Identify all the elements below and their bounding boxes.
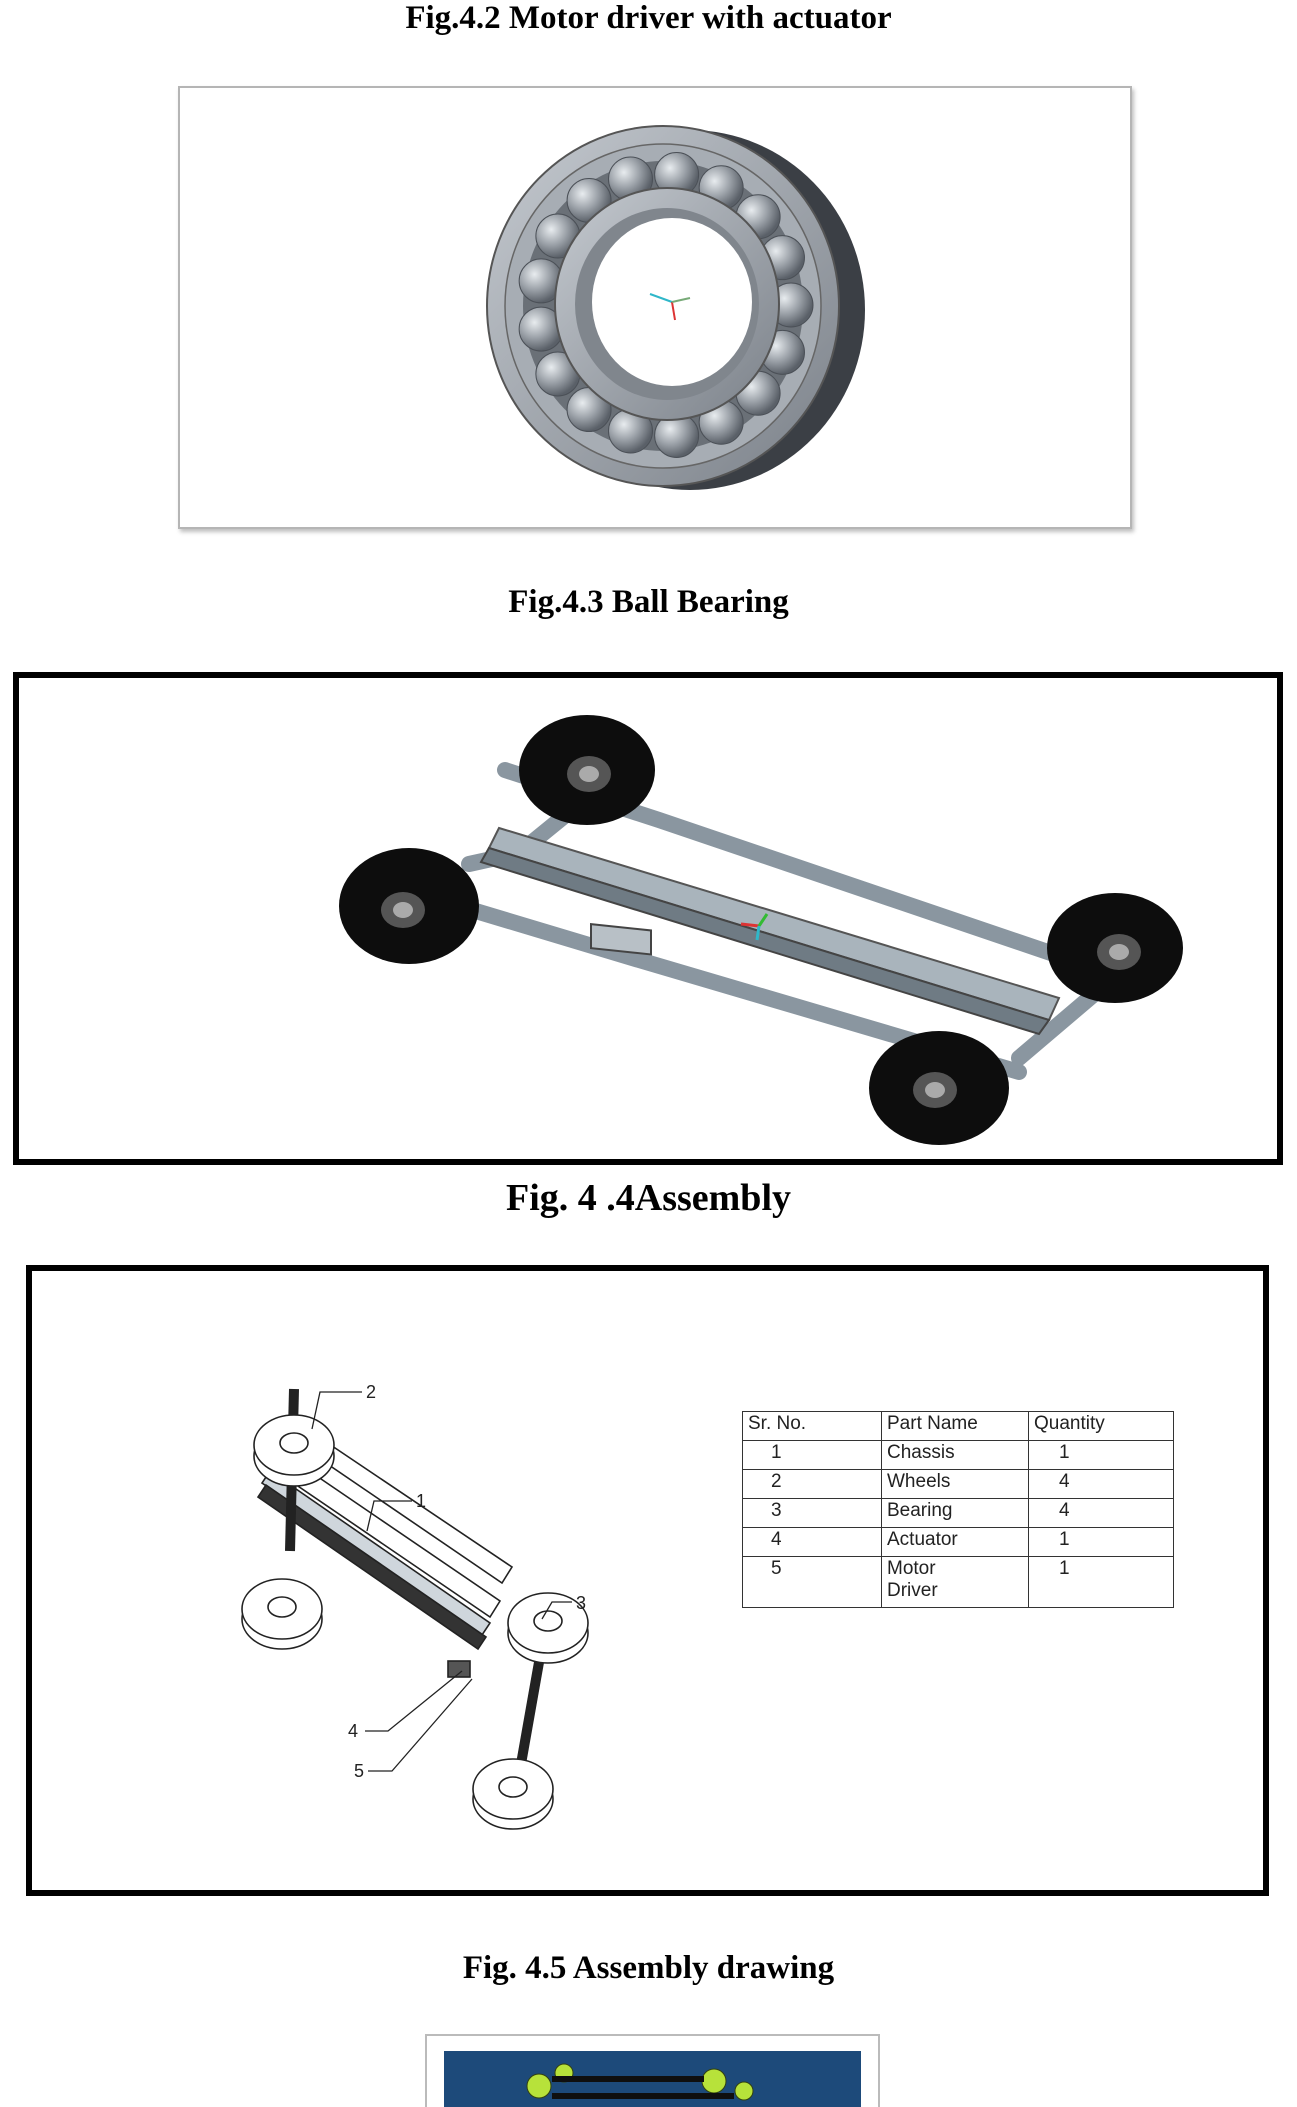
figure-caption-4-2: Fig.4.2 Motor driver with actuator (405, 0, 892, 36)
parts-table-header-cell: Part Name (881, 1411, 1029, 1441)
wheel-front-left (519, 715, 655, 825)
parts-table-header-cell: Quantity (1028, 1411, 1174, 1441)
parts-table-cell: Motor Driver (881, 1556, 1029, 1608)
table-row: 3 Bearing 4 (742, 1498, 1174, 1528)
figure-caption-4-4: Fig. 4 .4Assembly (506, 1177, 791, 1219)
drawing-callout-2: 2 (366, 1382, 376, 1402)
parts-table: Sr. No. Part Name Quantity 1 Chassis 1 2… (742, 1411, 1174, 1608)
chassis-center-rails (479, 826, 1061, 1036)
parts-table-cell: 5 (742, 1556, 882, 1608)
simulation-screenshot (444, 2051, 861, 2107)
parts-table-cell: 4 (1028, 1469, 1174, 1499)
table-row: 2 Wheels 4 (742, 1469, 1174, 1499)
parts-table-cell: 3 (742, 1498, 882, 1528)
table-row: 1 Chassis 1 (742, 1440, 1174, 1470)
drawing-wheel-1 (253, 1414, 335, 1487)
drawing-wheel-3 (507, 1592, 589, 1664)
assembly-drawing-image: 2 1 3 4 5 Sr. No. Part Name Quantity 1 C… (26, 1265, 1269, 1896)
ball-bearing-image (178, 86, 1132, 529)
parts-table-cell: Chassis (881, 1440, 1029, 1470)
drawing-leader-lines (311, 1391, 572, 1772)
parts-table-cell: 2 (742, 1469, 882, 1499)
drawing-callout-5: 5 (354, 1761, 364, 1781)
chassis-assembly-illustration (339, 715, 1183, 1145)
parts-table-cell: 4 (1028, 1498, 1174, 1528)
coordinate-axis-marker (649, 293, 691, 321)
drawing-callout-1: 1 (416, 1491, 426, 1511)
drawing-wheel-4 (472, 1758, 554, 1830)
parts-table-header-row: Sr. No. Part Name Quantity (742, 1411, 1174, 1441)
parts-table-header-cell: Sr. No. (742, 1411, 882, 1441)
ball-bearing-illustration (486, 125, 865, 490)
next-figure-image (425, 2034, 880, 2107)
parts-table-cell: Bearing (881, 1498, 1029, 1528)
parts-table-cell: Actuator (881, 1527, 1029, 1557)
simulation-nodes (526, 2063, 754, 2101)
parts-table-cell: Wheels (881, 1469, 1029, 1499)
assembly-line-drawing: 2 1 3 4 5 (241, 1382, 589, 1830)
assembly-3d-image (13, 672, 1283, 1165)
table-row: 4 Actuator 1 (742, 1527, 1174, 1557)
drawing-callout-4: 4 (348, 1721, 358, 1741)
wheel-front-right (1047, 893, 1183, 1003)
parts-table-cell: 1 (1028, 1440, 1174, 1470)
figure-caption-4-5: Fig. 4.5 Assembly drawing (462, 1950, 835, 1986)
parts-table-cell: 4 (742, 1527, 882, 1557)
figure-caption-4-3: Fig.4.3 Ball Bearing (508, 584, 789, 620)
coordinate-axis-marker (740, 913, 769, 941)
drawing-wheel-2 (241, 1578, 323, 1650)
parts-table-cell: 1 (1028, 1556, 1174, 1608)
wheel-rear-right (869, 1031, 1009, 1145)
drawing-callout-3: 3 (576, 1593, 586, 1613)
table-row: 5 Motor Driver 1 (742, 1556, 1174, 1608)
parts-table-cell: 1 (1028, 1527, 1174, 1557)
wheel-rear-left (339, 848, 479, 964)
parts-table-cell: 1 (742, 1440, 882, 1470)
